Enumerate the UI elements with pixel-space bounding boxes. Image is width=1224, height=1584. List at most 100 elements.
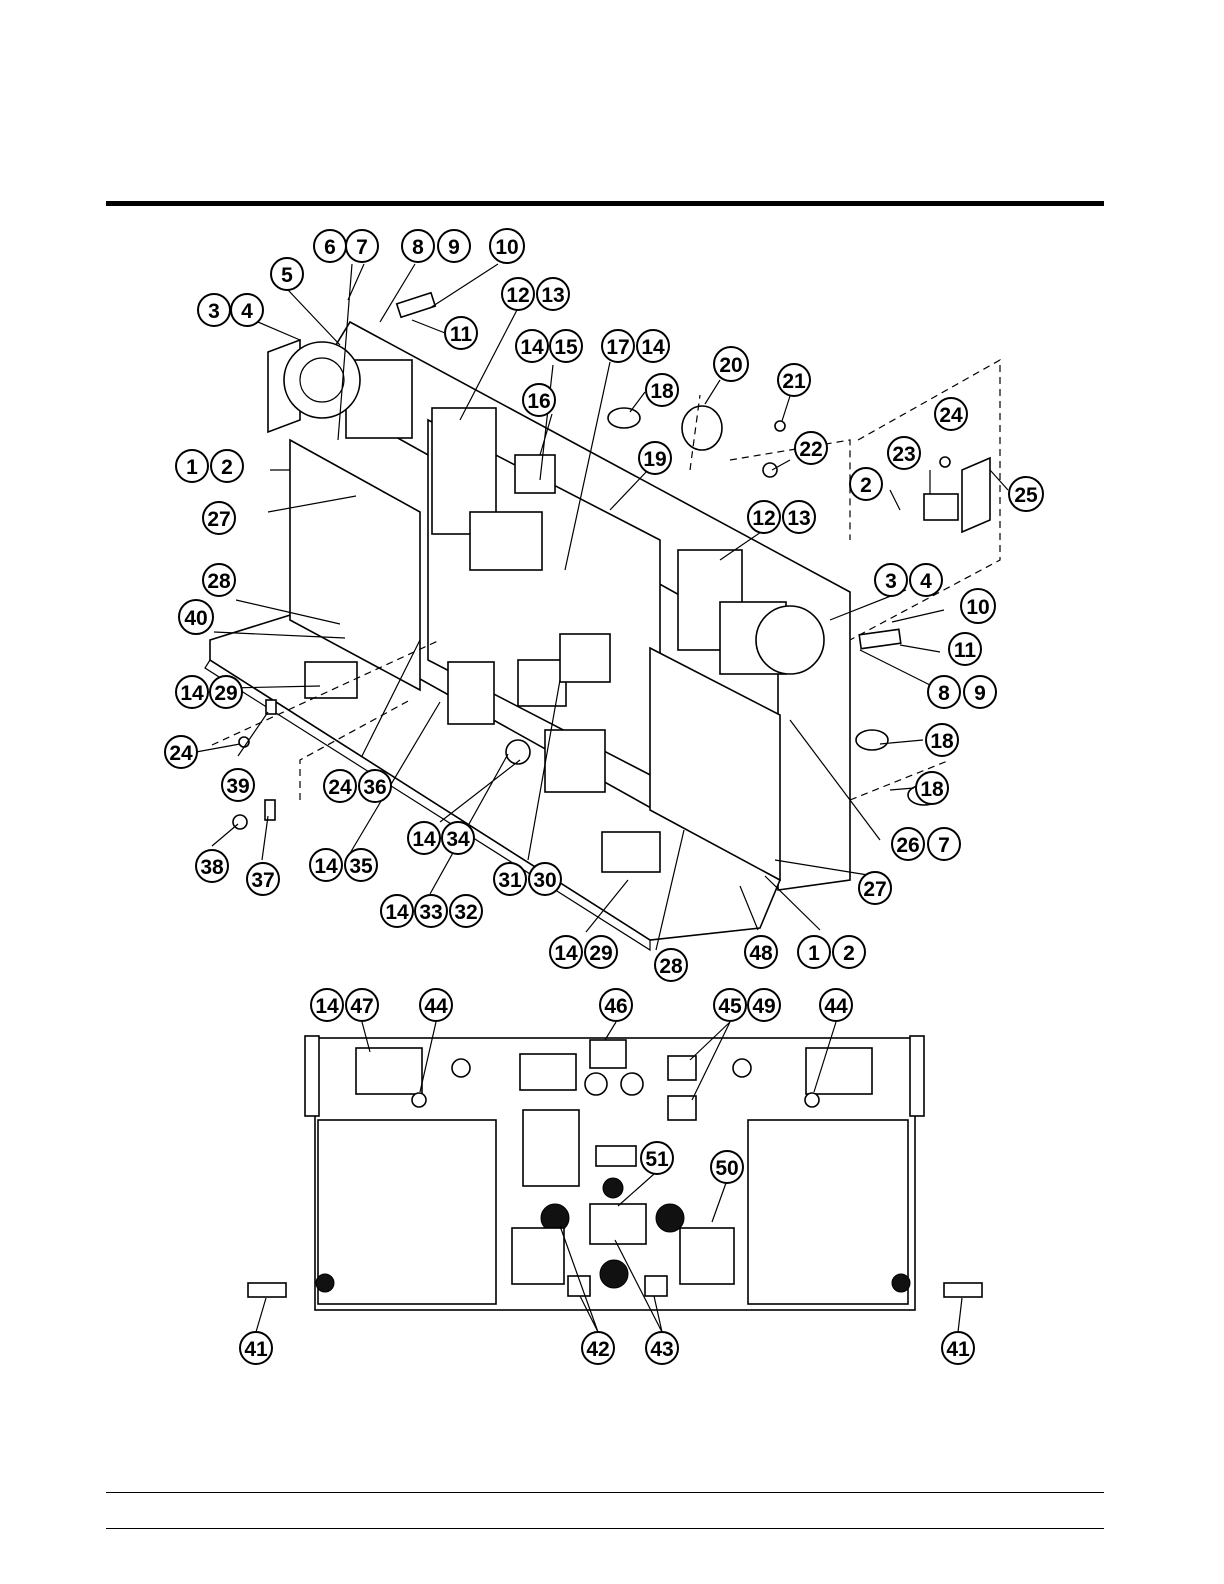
callout-45-49: 45 49	[714, 989, 780, 1021]
terminal-43	[645, 1276, 667, 1296]
callout-45-49-a: 45	[718, 995, 742, 1018]
callout-21-a: 21	[782, 370, 806, 393]
callout-17-14: 17 14	[602, 330, 669, 362]
knob-left	[452, 1059, 470, 1077]
callout-14-33-32-b: 33	[419, 901, 442, 924]
callout-27-a: 27	[207, 508, 230, 531]
callout-14-47: 14 47	[311, 989, 378, 1021]
callout-16-a: 16	[527, 390, 550, 413]
callout-50: 50	[711, 1151, 743, 1183]
switch-29-left	[305, 662, 357, 698]
nut-21	[775, 421, 785, 431]
callout-14-29-lower: 14 29	[550, 936, 617, 968]
callout-51: 51	[641, 1142, 673, 1174]
bracket-25	[962, 458, 990, 532]
callout-14-15-b: 15	[554, 336, 578, 359]
relay-16	[515, 455, 555, 493]
callout-41-right-a: 41	[946, 1338, 970, 1361]
transformer-center-left	[512, 1228, 564, 1284]
callout-8-9-right-a: 8	[938, 682, 950, 705]
callout-6-7-b: 7	[356, 236, 368, 259]
callout-3-4-right: 3 4	[875, 564, 942, 596]
callout-1-2: 1 2	[176, 450, 243, 482]
upper-exploded-view: 6 7 8 9 10 5 3 4 11 12 13 14 15 17 1	[165, 229, 1043, 981]
lower-front-view: 14 47 44 46 45 49 44 51 50 41 42 43	[240, 989, 982, 1364]
switch-23	[924, 494, 958, 520]
fuse-holder-a	[585, 1073, 607, 1095]
callout-39-a: 39	[226, 775, 249, 798]
callout-18-right: 18	[926, 724, 958, 756]
callout-11-right-a: 11	[954, 639, 977, 662]
callout-14-15: 14 15	[516, 330, 582, 362]
callout-46: 46	[600, 989, 632, 1021]
grommet-18	[608, 408, 640, 428]
callout-2: 2	[850, 468, 882, 500]
fan-left	[284, 342, 360, 418]
callout-2-a: 2	[860, 474, 872, 497]
callout-18-a: 18	[650, 380, 674, 403]
fuse-holder-b	[621, 1073, 643, 1095]
callout-24-36-b: 36	[363, 776, 386, 799]
left-flange	[305, 1036, 319, 1116]
callout-10-right-a: 10	[966, 596, 989, 619]
callout-3-4-right-b: 4	[920, 570, 932, 593]
grommet-right-front	[892, 1274, 910, 1292]
callout-48-a: 48	[749, 942, 773, 965]
connector-center	[596, 1146, 636, 1166]
callout-44-right: 44	[820, 989, 852, 1021]
terminal-block-30	[518, 660, 566, 706]
grommet-18-b	[856, 730, 888, 750]
pot-44-left	[412, 1093, 426, 1107]
callout-12-13-right: 12 13	[748, 501, 815, 533]
callout-8-9-a: 8	[412, 236, 424, 259]
contactor-front	[523, 1110, 579, 1186]
callout-6-7-a: 6	[324, 236, 336, 259]
callout-25-a: 25	[1014, 484, 1038, 507]
callout-44-right-a: 44	[824, 995, 848, 1018]
callout-40: 40	[179, 600, 213, 634]
callout-31-30: 31 30	[494, 863, 561, 895]
callout-27-right: 27	[859, 872, 891, 904]
contactor	[470, 512, 542, 570]
callout-22: 22	[795, 432, 827, 464]
right-flange	[910, 1036, 924, 1116]
callout-12-13-right-a: 12	[752, 507, 775, 530]
callout-27: 27	[203, 502, 235, 534]
callout-24-36: 24 36	[324, 770, 391, 802]
callout-12-13: 12 13	[502, 278, 569, 310]
callout-26-7-b: 7	[938, 834, 950, 857]
callout-12-13-right-b: 13	[787, 507, 810, 530]
callout-8-9: 8 9	[402, 230, 470, 262]
transformer-50	[680, 1228, 734, 1284]
callout-24-36-a: 24	[328, 776, 352, 799]
callout-16: 16	[523, 384, 555, 416]
callout-14-33-32: 14 33 32	[381, 895, 482, 927]
callout-23: 23	[888, 437, 920, 469]
capacitor-lower	[600, 1260, 628, 1288]
callout-14-34-a: 14	[412, 828, 436, 851]
relay-front	[520, 1054, 576, 1090]
transformer-base	[448, 662, 494, 724]
callout-11-right: 11	[949, 633, 981, 665]
callout-42: 42	[582, 1332, 614, 1364]
socket-45-a	[668, 1056, 696, 1080]
callout-11: 11	[445, 317, 477, 349]
callout-18-lower: 18	[916, 772, 948, 804]
callout-41-right: 41	[942, 1332, 974, 1364]
callout-3-4-a: 3	[208, 300, 220, 323]
callout-31-30-b: 30	[533, 869, 556, 892]
callout-14-29-a: 14	[180, 682, 204, 705]
callout-6-7: 6 7	[314, 230, 378, 262]
transformer-47	[356, 1048, 422, 1094]
callout-14-15-a: 14	[520, 336, 544, 359]
callout-14-33-32-a: 14	[385, 901, 409, 924]
callout-37: 37	[247, 863, 279, 895]
callout-12-13-a: 12	[506, 284, 529, 307]
callout-17-14-a: 17	[606, 336, 629, 359]
callout-14-47-a: 14	[315, 995, 339, 1018]
callout-24: 24	[935, 398, 967, 430]
callout-10-a: 10	[495, 236, 518, 259]
callout-21: 21	[778, 364, 810, 396]
transformer-center	[545, 730, 605, 792]
